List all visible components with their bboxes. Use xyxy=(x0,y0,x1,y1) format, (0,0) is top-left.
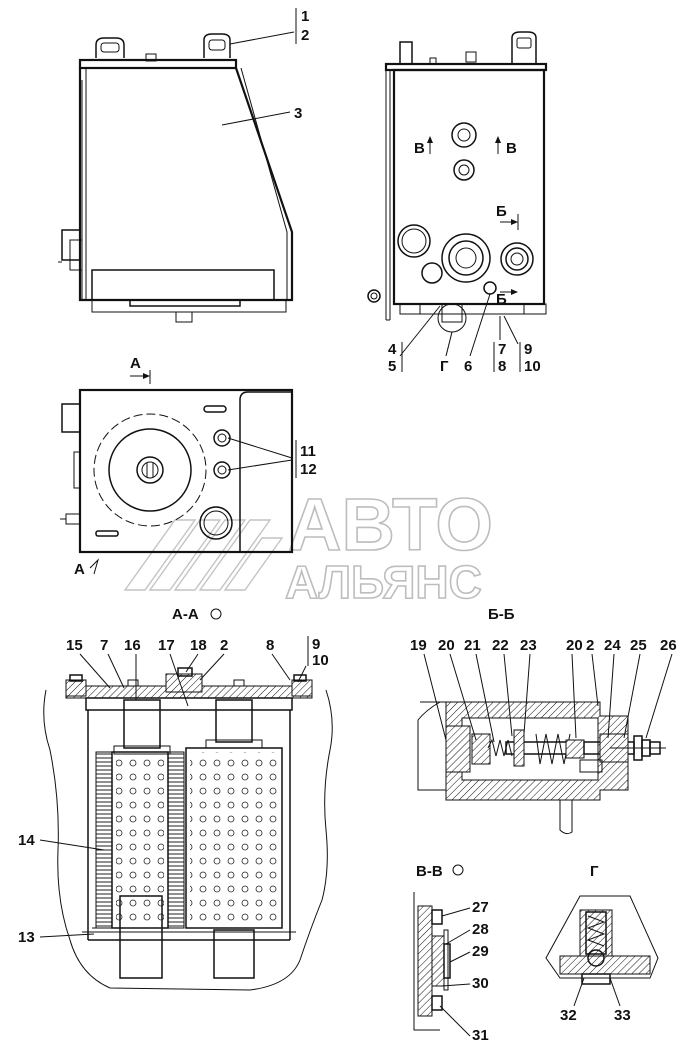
side-view: В В Б Б xyxy=(367,31,548,333)
callout-10b: 10 xyxy=(312,652,329,669)
watermark-logo xyxy=(123,519,284,591)
watermark-line1: АВТО xyxy=(288,483,493,566)
callout-15: 15 xyxy=(66,637,83,654)
callout-1: 1 xyxy=(301,8,309,25)
callout-32: 32 xyxy=(560,1007,577,1024)
callout-24: 24 xyxy=(604,637,621,654)
side-view-callouts: 4 5 Г 6 7 8 9 10 xyxy=(388,293,541,375)
callout-7: 7 xyxy=(498,341,506,358)
callout-4: 4 xyxy=(388,341,397,358)
section-bb xyxy=(417,701,666,835)
callout-2: 2 xyxy=(301,27,309,44)
callout-27: 27 xyxy=(472,899,489,916)
section-title-vv: В-В xyxy=(416,863,443,880)
callout-29: 29 xyxy=(472,943,489,960)
section-g xyxy=(545,895,659,985)
callout-17: 17 xyxy=(158,637,175,654)
callout-2b: 2 xyxy=(220,637,228,654)
callout-20: 20 xyxy=(438,637,455,654)
section-vv xyxy=(413,892,451,1031)
top-view-callouts: 11 12 xyxy=(227,437,317,478)
callout-9b: 9 xyxy=(312,636,320,653)
callout-33: 33 xyxy=(614,1007,631,1024)
watermark: АВТО АЛЬЯНС xyxy=(123,482,494,609)
section-title-g: Г xyxy=(590,863,599,880)
callout-12: 12 xyxy=(300,461,317,478)
callout-23: 23 xyxy=(520,637,537,654)
callout-22: 22 xyxy=(492,637,509,654)
callout-5: 5 xyxy=(388,358,396,375)
callout-8b: 8 xyxy=(266,637,274,654)
top-view: А А xyxy=(60,355,294,578)
marker-v-left: В xyxy=(414,140,425,157)
callout-19: 19 xyxy=(410,637,427,654)
callout-8: 8 xyxy=(498,358,506,375)
callout-16: 16 xyxy=(124,637,141,654)
marker-v-right: В xyxy=(506,140,517,157)
callout-31: 31 xyxy=(472,1027,489,1044)
callout-7b: 7 xyxy=(100,637,108,654)
callout-30: 30 xyxy=(472,975,489,992)
callout-18: 18 xyxy=(190,637,207,654)
callout-25: 25 xyxy=(630,637,647,654)
callout-9: 9 xyxy=(524,341,532,358)
section-vv-rotate-icon xyxy=(452,864,464,876)
callout-2c: 2 xyxy=(586,637,594,654)
marker-a-top: А xyxy=(130,355,141,372)
callout-3: 3 xyxy=(294,105,302,122)
marker-b-top: Б xyxy=(496,203,507,220)
section-title-aa: А-А xyxy=(172,606,199,623)
section-aa-callouts: 15 7 16 17 18 2 8 9 10 14 13 xyxy=(18,636,329,946)
section-aa xyxy=(43,667,333,991)
callout-14: 14 xyxy=(18,832,35,849)
front-view-callouts: 1 2 3 xyxy=(221,8,309,126)
marker-a-bottom: А xyxy=(74,561,85,578)
section-vv-callouts: 27 28 29 30 31 xyxy=(439,899,489,1044)
section-bb-callouts: 19 20 21 22 23 20 2 24 25 26 xyxy=(410,637,677,743)
section-g-callouts: 32 33 xyxy=(560,977,631,1024)
callout-26: 26 xyxy=(660,637,677,654)
section-aa-rotate-icon xyxy=(210,608,222,620)
callout-28: 28 xyxy=(472,921,489,938)
callout-11: 11 xyxy=(300,443,316,460)
callout-10: 10 xyxy=(524,358,541,375)
callout-6: 6 xyxy=(464,358,472,375)
marker-b-bottom: Б xyxy=(496,291,507,308)
watermark-line2: АЛЬЯНС xyxy=(285,556,482,608)
callout-13: 13 xyxy=(18,929,35,946)
section-title-bb: Б-Б xyxy=(488,606,515,623)
front-view xyxy=(58,33,294,323)
marker-g-ref: Г xyxy=(440,358,449,375)
callout-21: 21 xyxy=(464,637,481,654)
callout-20b: 20 xyxy=(566,637,583,654)
